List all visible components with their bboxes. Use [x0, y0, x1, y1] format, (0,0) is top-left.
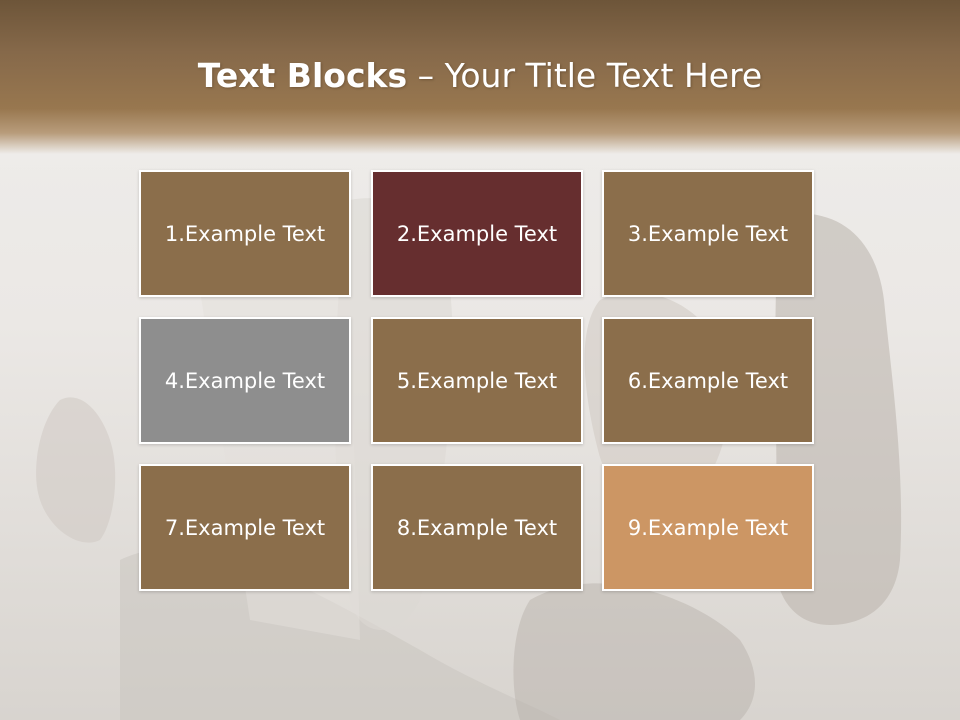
text-block-label: 7.Example Text [164, 515, 326, 540]
title-rest-part: Your Title Text Here [444, 56, 763, 95]
text-block-label: 2.Example Text [396, 221, 558, 246]
text-block-1[interactable]: 1.Example Text [139, 170, 351, 297]
text-block-label: 9.Example Text [627, 515, 789, 540]
text-block-2[interactable]: 2.Example Text [371, 170, 583, 297]
text-block-4[interactable]: 4.Example Text [139, 317, 351, 444]
text-block-label: 4.Example Text [164, 368, 326, 393]
text-block-8[interactable]: 8.Example Text [371, 464, 583, 591]
text-block-6[interactable]: 6.Example Text [602, 317, 814, 444]
text-block-3[interactable]: 3.Example Text [602, 170, 814, 297]
header-band [0, 0, 960, 175]
title-separator: – [407, 56, 445, 95]
slide-title: Text Blocks – Your Title Text Here [0, 52, 960, 100]
text-block-5[interactable]: 5.Example Text [371, 317, 583, 444]
text-blocks-grid: 1.Example Text 2.Example Text 3.Example … [139, 170, 815, 593]
text-block-label: 6.Example Text [627, 368, 789, 393]
text-block-7[interactable]: 7.Example Text [139, 464, 351, 591]
title-bold-part: Text Blocks [197, 56, 408, 95]
text-block-9[interactable]: 9.Example Text [602, 464, 814, 591]
text-block-label: 1.Example Text [164, 221, 326, 246]
text-block-label: 5.Example Text [396, 368, 558, 393]
text-block-label: 8.Example Text [396, 515, 558, 540]
text-block-label: 3.Example Text [627, 221, 789, 246]
